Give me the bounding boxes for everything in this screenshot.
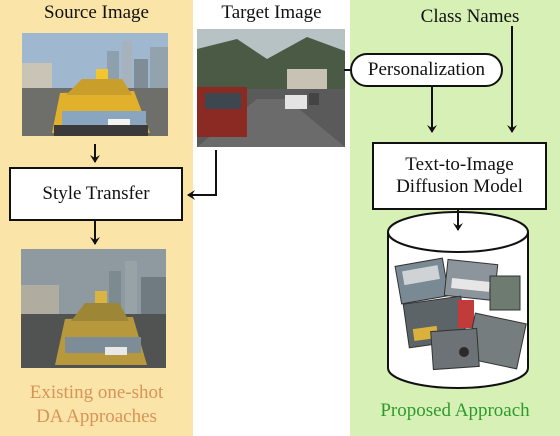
caption-line-2: DA Approaches — [36, 406, 157, 427]
style-transfer-box: Style Transfer — [9, 167, 183, 221]
generated-images-collage — [394, 257, 527, 371]
personalization-pill: Personalization — [350, 53, 503, 87]
target-image-title: Target Image — [221, 2, 322, 23]
target-image — [197, 29, 345, 147]
source-image — [22, 33, 168, 136]
stylized-image — [21, 249, 166, 368]
class-names-title: Class Names — [420, 6, 520, 27]
source-image-title: Source Image — [44, 2, 149, 23]
proposed-approach-caption: Proposed Approach — [380, 400, 530, 421]
diffusion-box-line-1: Text-to-Image — [405, 154, 514, 175]
diffusion-box-line-2: Diffusion Model — [396, 176, 523, 197]
existing-approaches-caption: Existing one-shot DA Approaches — [0, 381, 193, 429]
arrow-target-to-transfer — [187, 150, 217, 200]
diffusion-model-box: Text-to-Image Diffusion Model — [372, 142, 547, 210]
caption-line-1: Existing one-shot — [29, 382, 164, 403]
